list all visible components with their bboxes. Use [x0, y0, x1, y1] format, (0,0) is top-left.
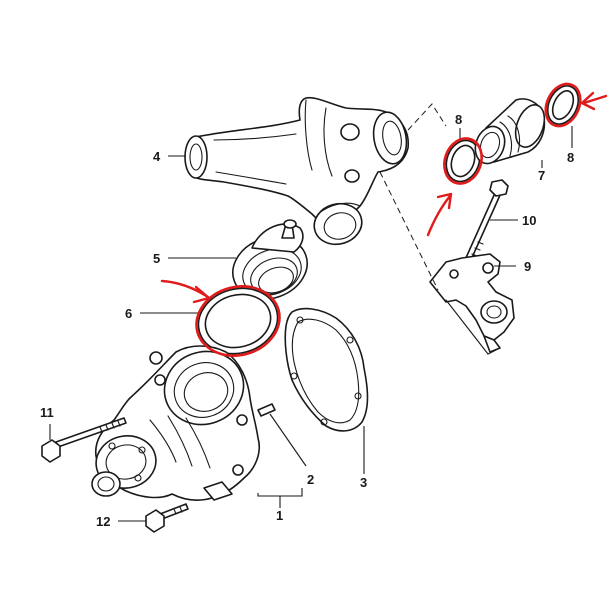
short-bolt — [145, 503, 189, 533]
dowel-pin — [257, 403, 276, 417]
callout-8-left: 8 — [455, 112, 462, 127]
thermostat-o-ring — [197, 287, 279, 355]
red-circle-oring-right — [544, 82, 582, 128]
red-arrow-oring-right — [580, 91, 608, 111]
callout-12: 12 — [96, 514, 110, 529]
callout-8-right: 8 — [567, 150, 574, 165]
alignment-line-bracket — [379, 171, 439, 291]
callout-11: 11 — [40, 405, 54, 420]
callout-3: 3 — [360, 475, 367, 490]
long-bolt — [41, 417, 127, 463]
red-annotations — [160, 82, 608, 357]
water-pump — [91, 345, 260, 501]
red-arrow-oring-left — [426, 192, 453, 237]
callout-7: 7 — [538, 168, 545, 183]
red-arrow-oring-thermostat — [160, 279, 211, 304]
red-circle-oring-left — [443, 137, 483, 185]
callout-6: 6 — [125, 306, 132, 321]
water-pump-gasket — [284, 307, 369, 432]
callout-2: 2 — [307, 472, 314, 487]
alignment-line-pipe — [407, 103, 447, 131]
callout-1: 1 — [276, 508, 283, 523]
thermostat — [232, 219, 308, 300]
pipe-o-ring-right — [546, 85, 580, 125]
callout-9: 9 — [524, 259, 531, 274]
callout-10: 10 — [522, 213, 536, 228]
thermostat-housing — [184, 96, 410, 246]
leader-lines — [49, 126, 573, 522]
connecting-pipe — [474, 98, 546, 165]
red-circle-oring-thermostat — [195, 285, 281, 357]
bracket-bolt — [464, 179, 509, 263]
pipe-o-ring-left — [445, 139, 481, 183]
callout-4: 4 — [153, 149, 161, 164]
mounting-bracket — [429, 253, 515, 355]
callout-5: 5 — [153, 251, 160, 266]
